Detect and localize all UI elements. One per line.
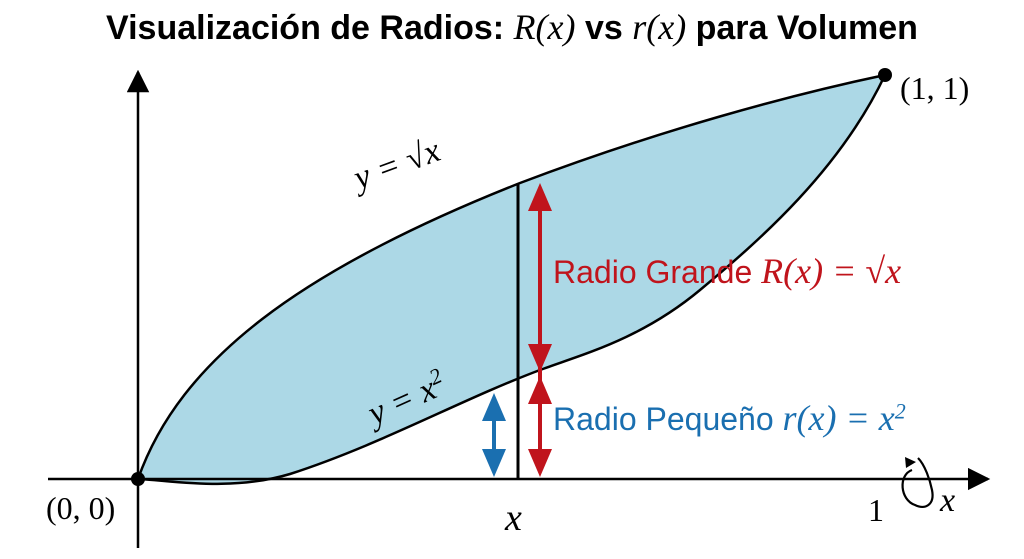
slice-x-label: x [505,497,522,539]
end-point [878,68,892,82]
title-text-1: Visualización de Radios: [106,9,514,47]
radius-small-exp: 2 [894,398,906,424]
diagram-title: Visualización de Radios: R(x) vs r(x) pa… [0,6,1024,48]
origin-label: (0, 0) [46,490,116,526]
radius-small-arrow [482,393,506,477]
tick-one-label: 1 [868,492,884,528]
radius-large-arrow [528,183,552,477]
title-vs: vs [575,9,633,47]
x-axis-label: x [940,482,956,519]
title-R: R(x) [513,7,576,47]
title-text-2: para Volumen [686,9,918,47]
title-r: r(x) [632,7,687,47]
radius-large-math: R(x) = √x [761,251,902,291]
radius-large-label: Radio Grande R(x) = √x [553,250,901,292]
radius-small-text: Radio Pequeño [553,401,783,437]
end-label: (1, 1) [900,70,970,106]
radius-small-math: r(x) = x [782,398,895,438]
region-between-curves [136,73,888,486]
origin-point [131,472,145,486]
rotation-icon [901,457,934,508]
rotation-arrowhead-icon [905,457,916,468]
radius-small-label: Radio Pequeño r(x) = x2 [553,397,906,439]
radius-large-text: Radio Grande [553,254,762,290]
